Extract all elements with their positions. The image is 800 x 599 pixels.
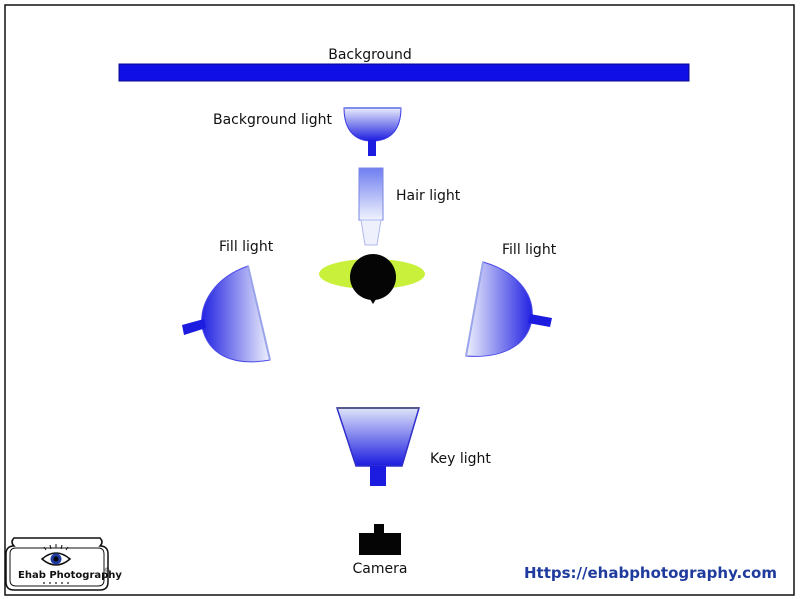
hair-light-label: Hair light <box>396 188 461 204</box>
website-url: Https://ehabphotography.com <box>524 564 777 582</box>
fill-light-right-label: Fill light <box>502 242 557 258</box>
fill-light-right-icon <box>465 261 552 357</box>
diagram-frame <box>4 4 795 596</box>
logo-mark: © <box>104 567 110 574</box>
key-light-label: Key light <box>430 451 491 467</box>
hair-light-icon <box>358 167 384 246</box>
camera-label: Camera <box>353 561 408 577</box>
camera-icon <box>359 524 401 555</box>
fill-light-left-icon <box>182 265 271 363</box>
background-light-icon <box>343 107 402 156</box>
key-light-icon <box>335 407 421 486</box>
fill-light-left-label: Fill light <box>219 239 274 255</box>
ehab-photography-logo: Ehab Photography © <box>5 537 122 591</box>
eye-icon <box>40 544 72 566</box>
subject-icon <box>319 254 425 304</box>
logo-dots <box>43 582 69 584</box>
background-label: Background <box>328 47 412 63</box>
background-light-label: Background light <box>213 112 333 128</box>
logo-text: Ehab Photography <box>18 570 122 581</box>
background-bar <box>118 63 690 82</box>
